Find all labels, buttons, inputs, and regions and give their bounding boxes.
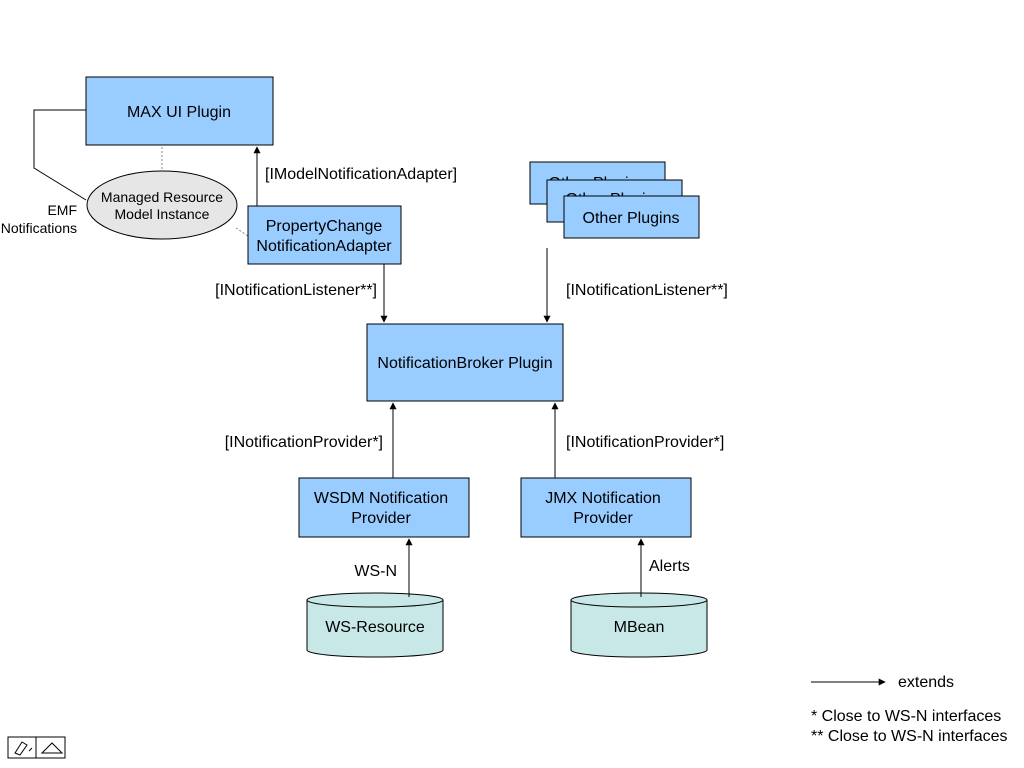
other-plugins-stack: Other Plugins Other Plugins Other Plugin…	[529, 161, 700, 239]
jmx-provider-label-line2: Provider	[573, 510, 633, 527]
max-ui-plugin-label: MAX UI Plugin	[127, 104, 231, 121]
ws-resource-node: WS-Resource	[306, 592, 444, 658]
wsdm-provider-label-line2: Provider	[351, 510, 411, 527]
legend-extends-label: extends	[898, 674, 954, 691]
model-instance-label-line2: Model Instance	[115, 206, 210, 222]
legend: extends * Close to WS-N interfaces ** Cl…	[811, 674, 1008, 745]
model-instance-node: Managed Resource Model Instance	[86, 170, 238, 240]
property-change-adapter-node: PropertyChange NotificationAdapter	[247, 205, 402, 265]
emf-label-line1: EMF	[47, 202, 77, 218]
ws-resource-label: WS-Resource	[325, 619, 425, 636]
property-change-label-line2: NotificationAdapter	[256, 238, 392, 255]
emf-notification-connector	[33, 109, 87, 201]
notification-broker-node: NotificationBroker Plugin	[366, 323, 564, 402]
listener-left-label: [INotificationListener**]	[215, 282, 377, 299]
provider-left-label: [INotificationProvider*]	[225, 434, 383, 451]
max-ui-plugin-node: MAX UI Plugin	[85, 76, 274, 146]
mbean-label: MBean	[614, 619, 665, 636]
listener-right-label: [INotificationListener**]	[566, 282, 728, 299]
property-change-label-line1: PropertyChange	[266, 218, 383, 235]
model-to-adapter-dotted-line	[235, 227, 249, 237]
provider-right-label: [INotificationProvider*]	[566, 434, 724, 451]
alerts-label: Alerts	[649, 558, 690, 575]
mbean-node: MBean	[570, 592, 708, 658]
ws-n-label: WS-N	[354, 563, 397, 580]
jmx-provider-node: JMX Notification Provider	[520, 477, 692, 538]
slide-navigation-icon[interactable]	[7, 736, 66, 759]
model-instance-label-line1: Managed Resource	[101, 189, 223, 205]
legend-note-1: * Close to WS-N interfaces	[811, 708, 1001, 725]
legend-note-2: ** Close to WS-N interfaces	[811, 728, 1008, 745]
notification-broker-label: NotificationBroker Plugin	[377, 355, 552, 372]
wsdm-provider-node: WSDM Notification Provider	[298, 477, 470, 538]
other-plugins-label: Other Plugins	[583, 210, 680, 227]
imodel-adapter-label: [IModelNotificationAdapter]	[265, 166, 457, 183]
wsdm-provider-label-line1: WSDM Notification	[314, 490, 448, 507]
emf-label-line2: Notifications	[1, 220, 77, 236]
jmx-provider-label-line1: JMX Notification	[545, 490, 661, 507]
